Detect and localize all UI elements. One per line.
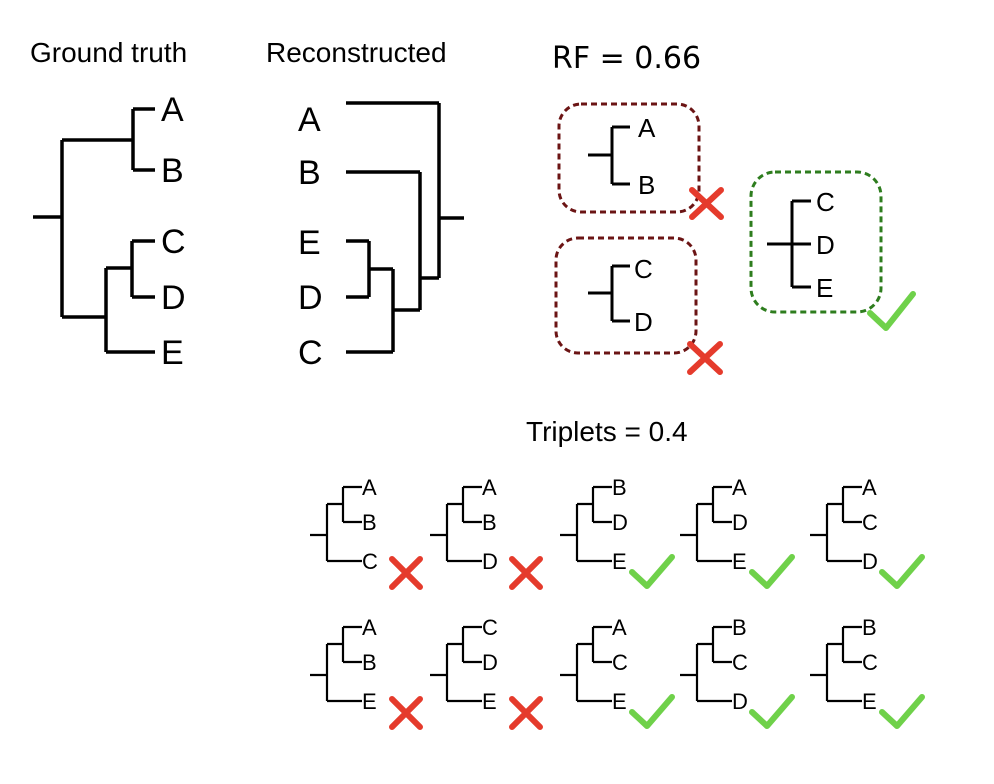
reconstructed-leaf: E — [298, 224, 321, 262]
check-icon — [749, 554, 795, 589]
triplet-tree: CDE — [430, 615, 543, 730]
triplet-leaf: C — [862, 650, 878, 675]
reconstructed-tree — [346, 101, 464, 354]
triplet-leaf: B — [362, 510, 377, 535]
rf-clade-tree-cde — [767, 199, 811, 289]
ground-truth-leaf: A — [161, 91, 184, 129]
triplet-leaf: D — [732, 510, 748, 535]
triplet-leaf: C — [862, 510, 878, 535]
triplet-leaf: A — [862, 475, 877, 500]
triplet-leaf: B — [732, 615, 747, 640]
triplet-tree: ADE — [680, 475, 795, 589]
triplet-leaf: A — [732, 475, 747, 500]
triplet-tree: ACD — [810, 475, 925, 589]
rf-clade-leaf: D — [634, 307, 653, 337]
rf-clade-box-cde — [749, 170, 883, 314]
triplet-leaf: B — [612, 475, 627, 500]
triplet-leaf: E — [612, 689, 627, 714]
rf-clade-tree-ab — [588, 125, 630, 186]
rf-clade-leaf: E — [816, 273, 833, 303]
triplet-branches — [560, 485, 612, 563]
triplet-leaf: D — [482, 549, 498, 574]
triplet-leaf: B — [482, 510, 497, 535]
triplet-tree: BCE — [810, 615, 925, 729]
triplet-branches — [810, 625, 862, 703]
triplet-leaf: C — [732, 650, 748, 675]
cross-icon — [689, 187, 724, 220]
triplet-leaf: C — [482, 615, 498, 640]
rf-clade-leaf: D — [816, 230, 835, 260]
reconstructed-leaf: B — [298, 154, 321, 192]
triplet-leaf: D — [482, 650, 498, 675]
triplet-leaf: E — [612, 549, 627, 574]
triplet-leaf: A — [362, 615, 377, 640]
reconstructed-title: Reconstructed — [266, 37, 447, 68]
triplet-leaf: D — [732, 689, 748, 714]
rf-clade-box-cd — [554, 236, 698, 355]
triplet-leaf: A — [612, 615, 627, 640]
triplet-branches — [430, 625, 482, 703]
ground-truth-tree — [33, 107, 155, 354]
rf-clade-leaf: C — [816, 187, 835, 217]
triplet-tree: BCD — [680, 615, 795, 729]
rf-clade-tree-cd — [588, 264, 630, 323]
check-icon — [749, 694, 795, 729]
triplet-leaf: B — [862, 615, 877, 640]
triplet-tree: ABD — [430, 475, 543, 590]
triplets-panel: Triplets = 0.4 ABCABDBDEADEACDABECDEACEB… — [310, 416, 925, 730]
triplet-branches — [680, 485, 732, 563]
triplets-label: Triplets = 0.4 — [526, 416, 688, 447]
triplet-leaf: C — [612, 650, 628, 675]
triplet-leaf: C — [362, 549, 378, 574]
rf-panel: RF = 0.66 A B C D C D E — [552, 41, 916, 375]
triplet-leaf: A — [362, 475, 377, 500]
triplet-tree: ABE — [310, 615, 423, 730]
triplet-tree: ACE — [560, 615, 675, 729]
triplet-branches — [680, 625, 732, 703]
check-icon — [879, 554, 925, 589]
rf-clade-leaf: A — [638, 113, 656, 143]
ground-truth-title: Ground truth — [30, 37, 187, 68]
reconstructed-leaf: C — [298, 334, 323, 372]
triplet-leaf: E — [862, 689, 877, 714]
triplet-branches — [310, 625, 362, 703]
ground-truth-leaf: D — [161, 279, 186, 317]
ground-truth-leaf: E — [161, 334, 184, 372]
triplet-leaf: E — [362, 689, 377, 714]
cross-icon — [389, 696, 423, 730]
rf-label: RF = 0.66 — [552, 41, 701, 76]
triplet-branches — [430, 485, 482, 563]
triplet-branches — [560, 625, 612, 703]
cross-icon — [389, 556, 423, 590]
reconstructed-panel: Reconstructed A B E D C — [266, 37, 464, 372]
triplet-leaf: D — [862, 549, 878, 574]
check-icon — [867, 291, 916, 331]
triplet-tree: BDE — [560, 475, 675, 589]
rf-clade-leaf: C — [634, 254, 653, 284]
check-icon — [879, 694, 925, 729]
check-icon — [629, 694, 675, 729]
rf-clade-box-ab — [557, 102, 701, 214]
cross-icon — [509, 556, 543, 590]
triplet-branches — [310, 485, 362, 563]
ground-truth-panel: Ground truth A B C D E — [30, 37, 187, 372]
ground-truth-leaf: B — [161, 152, 184, 190]
cross-icon — [509, 696, 543, 730]
triplet-leaf: E — [482, 689, 497, 714]
triplet-tree: ABC — [310, 475, 423, 590]
cross-icon — [687, 341, 723, 375]
rf-clade-leaf: B — [638, 170, 655, 200]
reconstructed-leaf: A — [298, 101, 321, 139]
triplet-leaf: A — [482, 475, 497, 500]
triplet-leaf: D — [612, 510, 628, 535]
check-icon — [629, 554, 675, 589]
ground-truth-leaf: C — [161, 223, 186, 261]
triplet-leaf: B — [362, 650, 377, 675]
triplet-leaf: E — [732, 549, 747, 574]
triplet-branches — [810, 485, 862, 563]
reconstructed-leaf: D — [298, 279, 323, 317]
